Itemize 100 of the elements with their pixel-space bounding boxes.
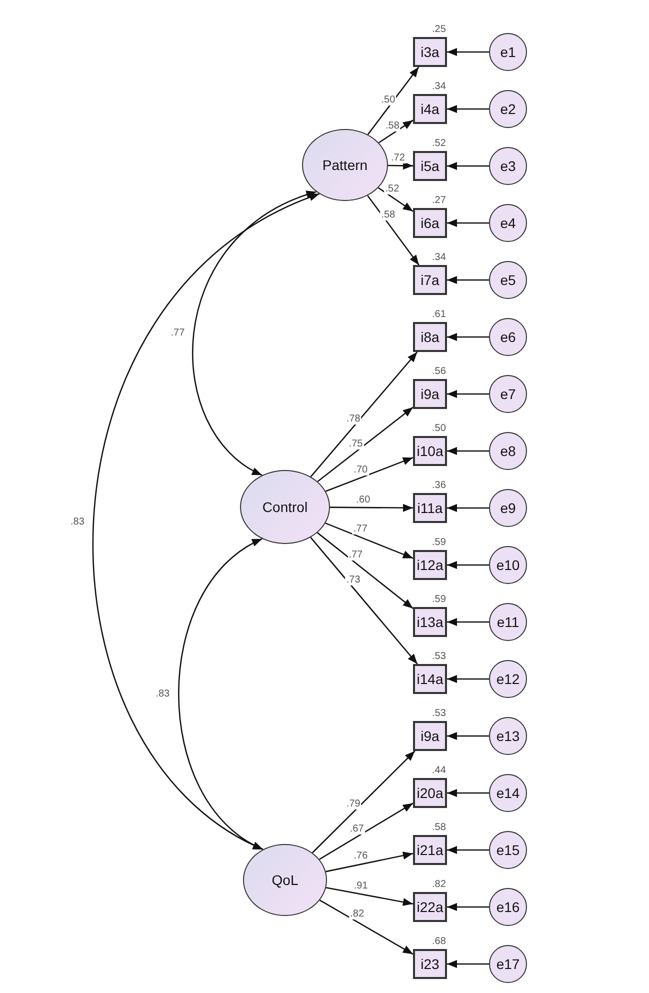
correlation-arrow (93, 193, 320, 850)
indicator-box: i7a (413, 265, 447, 295)
edge-label: .91 (352, 880, 369, 892)
arrow (447, 276, 489, 284)
indicator-box: i13a (413, 607, 447, 637)
error-circle: e15 (489, 831, 527, 869)
arrow (310, 352, 418, 478)
error-circle: e1 (489, 33, 527, 71)
latent-variable-ellipse: Pattern (302, 129, 388, 201)
r-squared-label: .68 (432, 936, 446, 947)
r-squared-label: .34 (432, 81, 446, 92)
arrow (447, 675, 489, 683)
r-squared-label: .25 (432, 24, 446, 35)
correlation-arrow (192, 191, 317, 476)
arrow (312, 750, 416, 854)
edge-label: .82 (349, 908, 366, 920)
arrow (447, 219, 489, 227)
latent-variable-ellipse: QoL (243, 844, 327, 916)
r-squared-label: .58 (432, 822, 446, 833)
indicator-box: i20a (413, 778, 447, 808)
error-circle: e5 (489, 261, 527, 299)
indicator-box: i10a (413, 436, 447, 466)
arrow (447, 846, 489, 854)
error-circle: e4 (489, 204, 527, 242)
edge-label: .78 (345, 413, 362, 424)
edge-label: .58 (384, 120, 400, 132)
arrow (326, 852, 414, 872)
latent-variable-ellipse: Control (240, 470, 330, 544)
arrow (447, 960, 489, 968)
error-circle: e3 (489, 147, 527, 185)
arrow (447, 162, 489, 170)
error-circle: e10 (489, 546, 527, 584)
arrow (316, 532, 414, 610)
r-squared-label: .27 (432, 195, 446, 206)
r-squared-label: .56 (432, 366, 446, 377)
r-squared-label: .52 (432, 138, 446, 149)
arrow (447, 903, 489, 911)
r-squared-label: .59 (432, 537, 446, 548)
correlation-arrow (178, 538, 264, 850)
arrow (317, 406, 414, 482)
error-circle: e13 (489, 717, 527, 755)
edge-label: .76 (352, 850, 369, 862)
edge-label: .52 (384, 184, 400, 195)
edge-label: .77 (348, 550, 364, 561)
r-squared-label: .59 (432, 594, 446, 605)
edge-label: .67 (348, 823, 365, 834)
arrow (330, 504, 413, 512)
arrow (447, 447, 489, 455)
edge-label: .50 (380, 94, 396, 106)
indicator-box: i21a (413, 835, 447, 865)
indicator-box: i4a (413, 94, 447, 124)
edge-label: .77 (352, 524, 368, 535)
arrow (367, 66, 420, 135)
r-squared-label: .82 (432, 879, 446, 890)
arrow (447, 732, 489, 740)
indicator-box: i9a (413, 721, 447, 751)
edge-label: .73 (345, 574, 362, 586)
arrow (447, 618, 489, 626)
arrow (447, 390, 489, 398)
error-circle: e9 (489, 489, 527, 527)
arrow (447, 504, 489, 512)
indicator-box: i5a (413, 151, 447, 181)
arrow (388, 162, 413, 170)
arrow (447, 333, 489, 341)
edge-label: .60 (355, 494, 372, 506)
arrow (447, 789, 489, 797)
r-squared-label: .44 (432, 765, 446, 776)
edge-label: .70 (352, 464, 369, 476)
arrow (367, 195, 420, 266)
indicator-box: i8a (413, 322, 447, 352)
r-squared-label: .50 (432, 423, 446, 434)
indicator-box: i12a (413, 550, 447, 580)
r-squared-label: .53 (432, 651, 446, 662)
error-circle: e8 (489, 432, 527, 470)
arrow (447, 561, 489, 569)
edge-label: .83 (154, 688, 171, 700)
r-squared-label: .53 (432, 708, 446, 719)
arrow (447, 105, 489, 113)
arrow (326, 887, 414, 906)
indicator-box: i6a (413, 208, 447, 238)
arrow (326, 456, 414, 492)
error-circle: e11 (489, 603, 527, 641)
indicator-box: i3a (413, 37, 447, 67)
indicator-box: i22a (413, 892, 447, 922)
edge-label: .58 (380, 210, 396, 221)
error-circle: e17 (489, 945, 527, 983)
error-circle: e16 (489, 888, 527, 926)
error-circle: e7 (489, 375, 527, 413)
edge-label: .72 (390, 152, 406, 164)
indicator-box: i11a (413, 493, 447, 523)
r-squared-label: .36 (432, 480, 446, 491)
r-squared-label: .61 (432, 309, 446, 320)
arrow (378, 120, 414, 144)
arrow (378, 187, 414, 212)
edge-label: .83 (70, 516, 86, 528)
arrow (319, 802, 414, 860)
error-circle: e6 (489, 318, 527, 356)
r-squared-label: .34 (432, 252, 446, 263)
indicator-box: i14a (413, 664, 447, 694)
indicator-box: i23 (413, 949, 447, 979)
